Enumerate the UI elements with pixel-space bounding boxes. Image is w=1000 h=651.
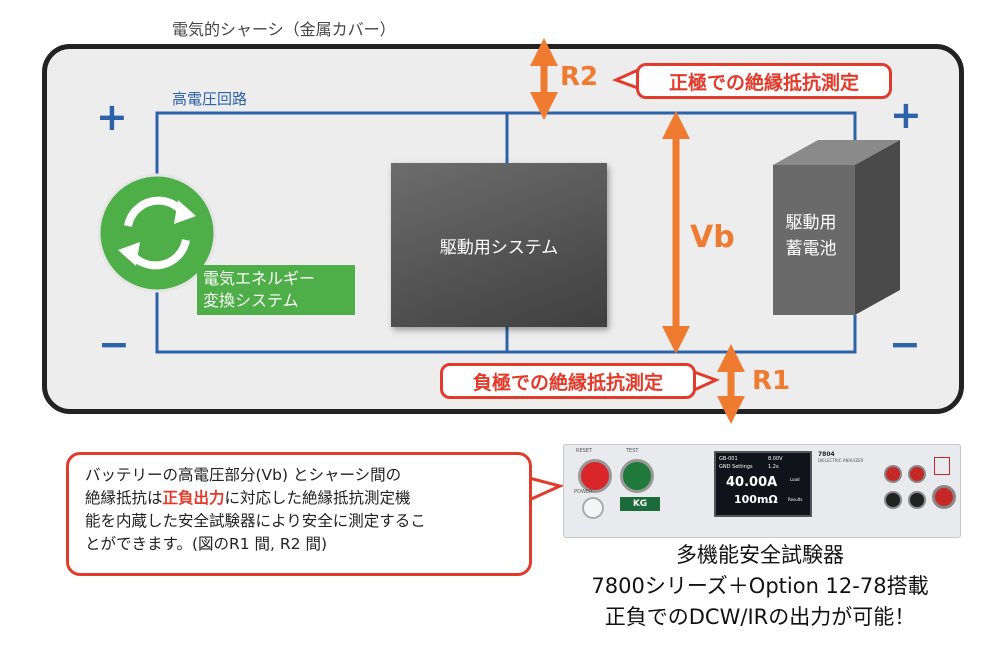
callout-positive-measurement: 正極での絶縁抵抗測定 xyxy=(636,63,892,99)
screen-reading-resistance: 100mΩ xyxy=(734,493,778,506)
test-button-label: TEST xyxy=(626,448,639,454)
product-line2: 7800シリーズ＋Option 12-78搭載 xyxy=(591,574,929,598)
converter-label-line1: 電気エネルギー xyxy=(203,269,316,288)
reset-button-label: RESET xyxy=(576,448,593,454)
info-line2-pre: 絶縁抵抗は xyxy=(85,489,163,507)
terminal-current xyxy=(908,465,926,483)
screen-row1-left: GB-001 xyxy=(719,456,738,462)
info-line1: バッテリーの高電圧部分(Vb) とシャーシ間の xyxy=(85,466,402,484)
info-line2-post: に対応した絶縁抵抗測定機 xyxy=(224,489,411,507)
plus-sign-right: + xyxy=(890,93,922,137)
screen-row2-left: GND Settings xyxy=(719,464,753,470)
product-caption: 多機能安全試験器 7800シリーズ＋Option 12-78搭載 正負でのDCW… xyxy=(560,540,960,633)
minus-sign-left: − xyxy=(98,322,130,366)
terminal-sense-high xyxy=(884,465,902,483)
terminal-sense-low xyxy=(884,491,902,509)
minus-sign-right: − xyxy=(889,322,921,366)
product-line3: 正負でのDCW/IRの出力が可能！ xyxy=(604,605,916,629)
info-box: バッテリーの高電圧部分(Vb) とシャーシ間の 絶縁抵抗は正負出力に対応した絶縁… xyxy=(66,452,532,576)
callout-r1-pointer xyxy=(692,369,720,393)
drive-system-box: 駆動用システム xyxy=(391,163,607,327)
power-button-label: POWER xyxy=(574,489,593,495)
device-screen: GB-001 8.00V GND Settings 1.2s 40.00A 10… xyxy=(714,451,812,517)
screen-reading-current: 40.00A xyxy=(726,475,778,490)
brand-badge: KG xyxy=(620,497,660,511)
vb-label: Vb xyxy=(690,220,735,255)
hv-circuit-label: 高電圧回路 xyxy=(172,90,248,108)
hv-circuit-wires xyxy=(155,111,857,354)
test-button xyxy=(620,459,654,493)
r2-label: R2 xyxy=(560,62,599,92)
r1-label: R1 xyxy=(752,366,791,396)
plus-sign-left: + xyxy=(96,95,128,139)
power-button xyxy=(582,497,604,519)
drive-system-label: 駆動用システム xyxy=(439,237,559,258)
battery-cube xyxy=(773,140,900,315)
callout-negative-measurement: 負極での絶縁抵抗測定 xyxy=(440,363,696,399)
battery-label-line1: 駆動用 xyxy=(785,213,837,233)
info-line3: 能を内蔵した安全試験器により安全に測定するこ xyxy=(85,512,426,530)
battery-label: 駆動用 蓄電池 xyxy=(760,210,862,262)
info-line2-emphasis: 正負出力 xyxy=(162,489,225,507)
info-line4: とができます。(図のR1 間, R2 間) xyxy=(85,535,328,553)
softkey-results: Results xyxy=(788,497,803,502)
info-pointer xyxy=(527,476,565,503)
chassis-title: 電気的シャーシ（金属カバー） xyxy=(172,20,396,39)
converter-cycle-icon xyxy=(97,173,217,293)
converter-label: 電気エネルギー 変換システム xyxy=(197,265,355,315)
callout-r2-pointer xyxy=(612,67,640,91)
terminal-high-voltage xyxy=(932,485,956,509)
info-line2: 絶縁抵抗は正負出力に対応した絶縁抵抗測定機 xyxy=(85,487,519,510)
converter-label-line2: 変換システム xyxy=(203,291,299,310)
model-subtitle: DIELECTRIC ANALYZER xyxy=(818,458,864,463)
product-line1: 多機能安全試験器 xyxy=(676,543,844,567)
model-number: 7804 xyxy=(818,451,835,458)
softkey-load: Load xyxy=(790,477,800,482)
hv-warning-icon xyxy=(934,457,950,475)
screen-row2-right: 1.2s xyxy=(768,464,779,470)
battery-label-line2: 蓄電池 xyxy=(785,239,837,259)
terminal-return xyxy=(908,491,926,509)
screen-row1-right: 8.00V xyxy=(768,456,783,462)
reset-button xyxy=(578,459,612,493)
safety-tester-device: RESET TEST POWER KG GB-001 8.00V GND Set… xyxy=(563,444,961,538)
